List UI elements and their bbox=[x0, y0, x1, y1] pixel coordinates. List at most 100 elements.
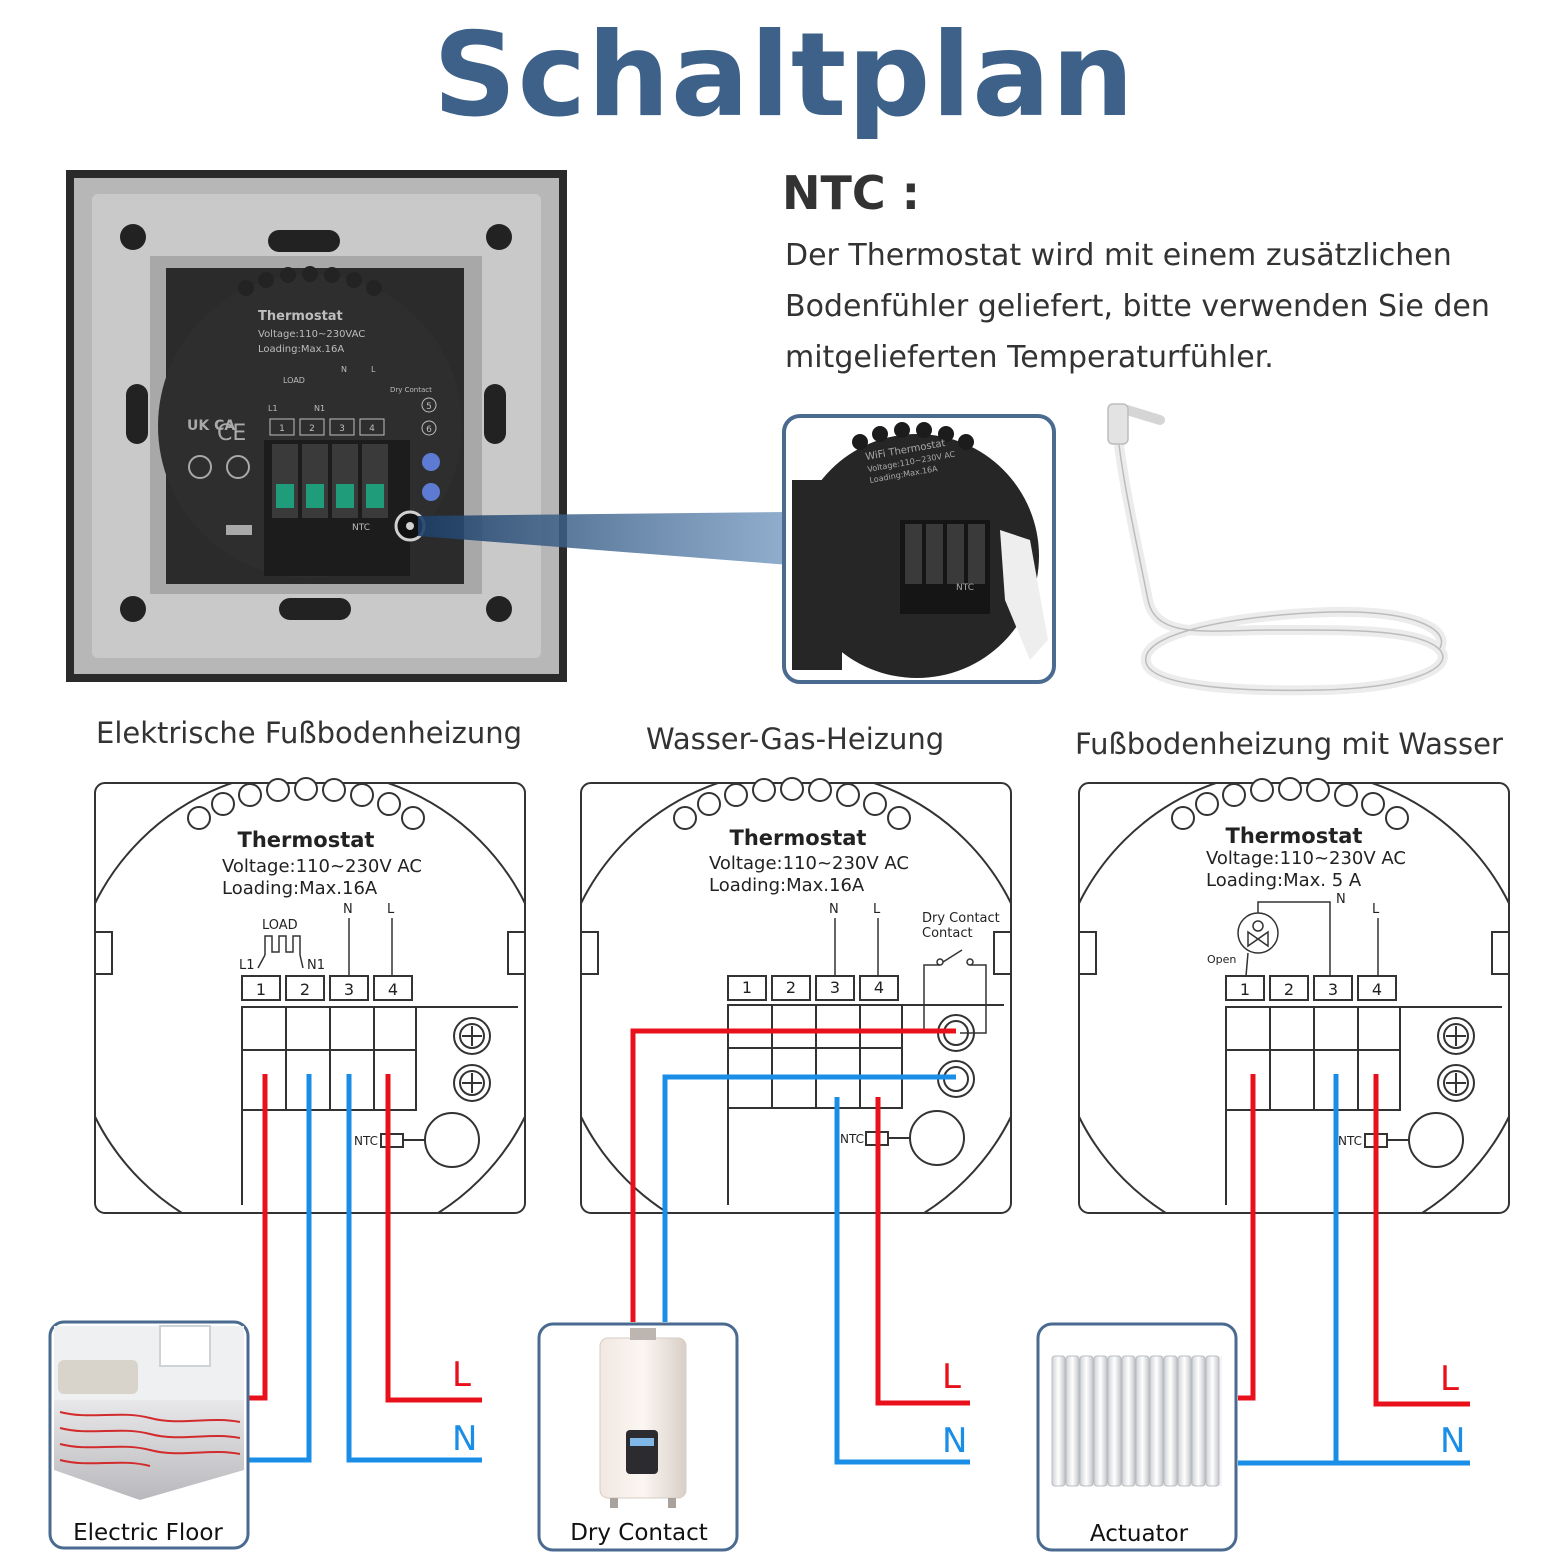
diagram1-voltage: Voltage:110~230V AC bbox=[222, 856, 422, 877]
diagram1-terminal-2: 2 bbox=[300, 980, 310, 999]
diagram3-open: Open bbox=[1207, 953, 1236, 966]
diagram3-l: L bbox=[1372, 902, 1380, 917]
heating-cable-icon bbox=[59, 1411, 241, 1467]
d3-line-l-label: L bbox=[1440, 1359, 1459, 1399]
back-label-n1: N1 bbox=[314, 404, 325, 413]
diagram3-voltage: Voltage:110~230V AC bbox=[1206, 848, 1406, 869]
back-mark-ce: CE bbox=[217, 421, 246, 446]
back-label-l: L bbox=[371, 365, 376, 374]
wire-d1-n bbox=[346, 1074, 482, 1463]
back-label-l1: L1 bbox=[268, 404, 278, 413]
d1-line-n-label: N bbox=[452, 1419, 477, 1459]
diagram2-terminal-1: 1 bbox=[742, 978, 752, 997]
diagram1-load: LOAD bbox=[262, 918, 298, 933]
diagram3-loading: Loading:Max. 5 A bbox=[1206, 870, 1362, 891]
diagram3-title: Thermostat bbox=[1226, 824, 1363, 848]
recycle-arrows-icon bbox=[226, 455, 250, 479]
diagram1-n1: N1 bbox=[307, 958, 325, 973]
diagram1-ntc: NTC bbox=[354, 1134, 378, 1148]
wire-d3-l bbox=[1373, 1074, 1470, 1407]
line-labels: L N L N L N bbox=[452, 1355, 1465, 1461]
radiator-icon bbox=[1051, 1355, 1222, 1487]
d1-line-l-label: L bbox=[452, 1355, 471, 1395]
diagram2-contact: Contact bbox=[922, 926, 973, 941]
diagram3-ntc: NTC bbox=[1338, 1134, 1362, 1148]
wires bbox=[249, 1028, 1470, 1466]
diagram2-title: Thermostat bbox=[730, 826, 867, 850]
back-label-loading: Loading:Max.16A bbox=[258, 344, 344, 355]
diagram2-l: L bbox=[873, 902, 881, 917]
d3-line-n-label: N bbox=[1440, 1421, 1465, 1461]
diagram2-voltage: Voltage:110~230V AC bbox=[709, 853, 909, 874]
ntc-heading: NTC : bbox=[782, 166, 921, 220]
diagram2-terminal-3: 3 bbox=[830, 978, 840, 997]
diagram2-ntc: NTC bbox=[840, 1132, 864, 1146]
ntc-zoom-photo: WiFi Thermostat Voltage:110~230V AC Load… bbox=[782, 414, 1056, 684]
zoom-label-ntc: NTC bbox=[956, 583, 974, 593]
window-icon bbox=[159, 1325, 211, 1367]
diagram3-terminal-3: 3 bbox=[1328, 980, 1338, 999]
wire-d2-dry1 bbox=[630, 1028, 956, 1322]
device2-label: Dry Contact bbox=[570, 1520, 708, 1546]
diagram1-terminal-3: 3 bbox=[344, 980, 354, 999]
recycle-icon bbox=[188, 455, 212, 479]
diagram2-dry: Dry Contact bbox=[922, 911, 1000, 926]
section-heading-electric: Elektrische Fußbodenheizung bbox=[96, 716, 523, 750]
d2-line-n-label: N bbox=[942, 1421, 967, 1461]
weee-bin-icon bbox=[226, 525, 252, 535]
back-terminal-3: 3 bbox=[339, 424, 345, 434]
device1-label: Electric Floor bbox=[73, 1520, 223, 1546]
back-label-load: LOAD bbox=[283, 376, 305, 385]
wire-d2-n bbox=[834, 1097, 970, 1465]
zoom-beam bbox=[418, 512, 790, 565]
device-actuator: Actuator bbox=[1036, 1322, 1238, 1552]
diagram1-terminal-1: 1 bbox=[256, 980, 266, 999]
page-title: Schaltplan bbox=[432, 8, 1136, 143]
diagram3-terminal-4: 4 bbox=[1372, 980, 1382, 999]
diagram1-l: L bbox=[387, 902, 395, 917]
thermostat-back-photo: Thermostat Voltage:110~230VAC Loading:Ma… bbox=[66, 170, 567, 682]
sofa-icon bbox=[58, 1360, 138, 1394]
wire-d2-dry2 bbox=[662, 1074, 956, 1322]
diagram3-n: N bbox=[1336, 892, 1346, 907]
diagram1-l1: L1 bbox=[239, 958, 255, 973]
back-label-dry-contact: Dry Contact bbox=[390, 386, 432, 394]
d2-line-l-label: L bbox=[942, 1357, 961, 1397]
device-dry-contact: Dry Contact bbox=[537, 1322, 739, 1552]
back-label-title: Thermostat bbox=[258, 309, 343, 324]
back-label-n: N bbox=[341, 365, 347, 374]
diagram-gas: Thermostat Voltage:110~230V AC Loading:M… bbox=[580, 777, 1012, 1214]
back-terminal-5: 5 bbox=[426, 402, 432, 412]
wire-d1-l1 bbox=[249, 1074, 268, 1401]
diagram-electric: Thermostat Voltage:110~230V AC Loading:M… bbox=[94, 777, 526, 1214]
back-label-ntc: NTC bbox=[352, 523, 370, 533]
wire-d1-n1 bbox=[249, 1074, 312, 1463]
diagram1-terminal-4: 4 bbox=[388, 980, 398, 999]
device-electric-floor: Electric Floor bbox=[48, 1320, 250, 1550]
back-terminal-4: 4 bbox=[369, 424, 375, 434]
wire-d3-actuator bbox=[1238, 1074, 1256, 1401]
diagram2-loading: Loading:Max.16A bbox=[709, 875, 865, 896]
wire-d2-l bbox=[875, 1097, 970, 1406]
back-terminal-1: 1 bbox=[279, 424, 285, 434]
back-terminal-2: 2 bbox=[309, 424, 315, 434]
valve-actuator-icon bbox=[1237, 901, 1331, 977]
diagram2-terminal-2: 2 bbox=[786, 978, 796, 997]
diagram3-terminal-2: 2 bbox=[1284, 980, 1294, 999]
diagram1-loading: Loading:Max.16A bbox=[222, 878, 378, 899]
device3-label: Actuator bbox=[1090, 1521, 1189, 1547]
back-label-voltage: Voltage:110~230VAC bbox=[258, 329, 365, 340]
ntc-sensor-cable bbox=[1107, 403, 1448, 696]
ntc-description: Der Thermostat wird mit einem zusätzlich… bbox=[785, 238, 1490, 375]
back-mark-ukca: UK CA bbox=[187, 418, 235, 434]
diagram-water: Thermostat Voltage:110~230V AC Loading:M… bbox=[1078, 777, 1510, 1214]
diagram2-terminal-4: 4 bbox=[874, 978, 884, 997]
diagram1-title: Thermostat bbox=[238, 828, 375, 852]
wire-d1-l bbox=[385, 1074, 482, 1403]
diagram1-n: N bbox=[343, 902, 353, 917]
wire-d3-n bbox=[1238, 1074, 1470, 1466]
section-heading-water: Fußbodenheizung mit Wasser bbox=[1075, 727, 1503, 761]
diagram3-terminal-1: 1 bbox=[1240, 980, 1250, 999]
back-terminal-6: 6 bbox=[426, 425, 432, 435]
